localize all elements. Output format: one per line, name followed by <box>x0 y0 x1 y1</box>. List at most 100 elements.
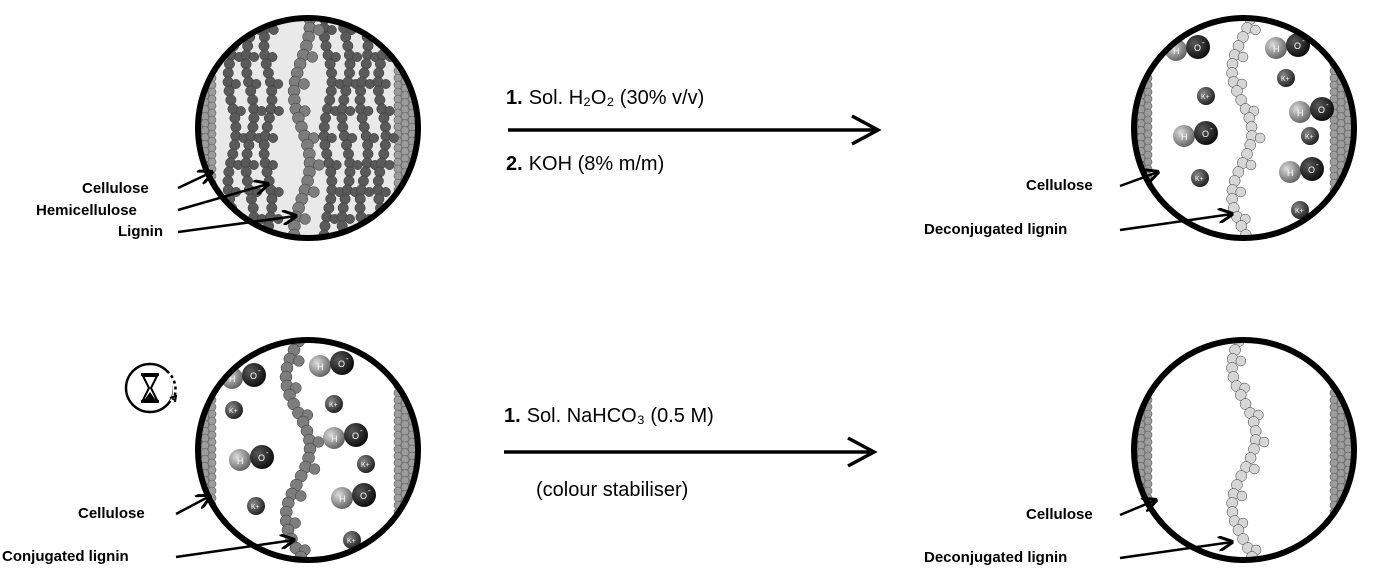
potassium-ion: K+ <box>1277 69 1295 87</box>
svg-text:H: H <box>339 494 346 504</box>
bottom-step-1: 1. Sol. NaHCO₃ (0.5 M) <box>504 405 714 427</box>
svg-text:O: O <box>1294 41 1301 51</box>
label-hemicellulose: Hemicellulose <box>36 202 137 219</box>
pointer-cellulose-top-right <box>1119 172 1158 188</box>
potassium-ion: K+ <box>247 497 265 515</box>
svg-text:H: H <box>1273 44 1280 54</box>
bottom-step-1-text: Sol. NaHCO₃ (0.5 M) <box>527 405 714 427</box>
top-step-2-number: 2. <box>506 153 523 175</box>
cellulose-fibre <box>393 18 417 238</box>
label-lignin: Lignin <box>118 223 163 240</box>
svg-text:-: - <box>1202 38 1205 47</box>
svg-text:-: - <box>1302 36 1305 45</box>
svg-text:K+: K+ <box>229 408 238 415</box>
svg-text:K+: K+ <box>347 538 356 545</box>
pointer-deconjugated-lignin-top <box>1119 214 1232 232</box>
potassium-ion: K+ <box>225 401 243 419</box>
top-reaction-arrow <box>508 114 882 146</box>
hydroxide-ion: H O- <box>1279 157 1324 183</box>
svg-text:-: - <box>346 354 349 363</box>
svg-text:H: H <box>237 456 244 466</box>
panel-bottom-right-ring <box>1131 337 1357 563</box>
label-cellulose-bottom-left: Cellulose <box>78 505 145 522</box>
svg-text:K+: K+ <box>251 504 260 511</box>
potassium-ion: K+ <box>1301 127 1319 145</box>
svg-text:O: O <box>258 453 265 463</box>
panel-top-right-ring <box>1131 15 1357 241</box>
top-step-2-text: KOH (8% m/m) <box>529 153 665 175</box>
panel-bottom-right <box>1131 337 1357 563</box>
cellulose-fibre <box>1329 340 1353 560</box>
label-cellulose-top-left: Cellulose <box>82 180 149 197</box>
svg-text:H: H <box>1287 168 1294 178</box>
pointer-lignin <box>177 216 296 234</box>
hydroxide-ion: H O- <box>323 423 368 449</box>
svg-text:-: - <box>360 426 363 435</box>
bottom-note: (colour stabiliser) <box>536 479 688 501</box>
top-step-1: 1. Sol. H₂O₂ (30% v/v) <box>506 87 704 109</box>
potassium-ion: K+ <box>357 455 375 473</box>
label-deconjugated-lignin-top: Deconjugated lignin <box>924 221 1067 238</box>
top-step-2: 2. KOH (8% m/m) <box>506 153 664 175</box>
pointer-cellulose-bottom-left <box>175 496 210 516</box>
hourglass-timer-icon <box>124 362 178 414</box>
svg-text:O: O <box>1202 129 1209 139</box>
bottom-reaction-arrow <box>504 436 878 468</box>
svg-text:H: H <box>1181 132 1188 142</box>
potassium-ion: K+ <box>325 395 343 413</box>
bottom-step-1-number: 1. <box>504 405 521 427</box>
pointer-hemicellulose <box>177 184 268 212</box>
pointer-cellulose-top-left <box>177 172 212 190</box>
potassium-ion: K+ <box>1197 87 1215 105</box>
hydroxide-ion: H O- <box>331 483 376 509</box>
cellulose-fibre <box>393 340 417 560</box>
label-conjugated-lignin: Conjugated lignin <box>2 548 129 565</box>
svg-text:O: O <box>1308 165 1315 175</box>
svg-text:K+: K+ <box>329 402 338 409</box>
svg-text:O: O <box>352 431 359 441</box>
svg-text:O: O <box>338 359 345 369</box>
hydroxide-ion: H O- <box>1173 121 1218 147</box>
potassium-ion: K+ <box>343 531 361 549</box>
svg-text:-: - <box>1326 100 1329 109</box>
panel-top-left-ring <box>195 15 421 241</box>
svg-text:O: O <box>250 371 257 381</box>
svg-text:K+: K+ <box>1281 76 1290 83</box>
svg-text:H: H <box>1173 46 1180 56</box>
svg-text:K+: K+ <box>1305 134 1314 141</box>
panel-top-left <box>195 15 421 241</box>
svg-text:-: - <box>1210 124 1213 133</box>
top-step-1-number: 1. <box>506 87 523 109</box>
svg-text:O: O <box>360 491 367 501</box>
svg-text:K+: K+ <box>1195 176 1204 183</box>
hydroxide-ion: H O- <box>1289 97 1334 123</box>
label-deconjugated-lignin-bottom: Deconjugated lignin <box>924 549 1067 566</box>
conjugated-lignin-chain <box>279 340 325 560</box>
svg-text:-: - <box>368 486 371 495</box>
pointer-conjugated-lignin <box>175 540 294 559</box>
svg-text:H: H <box>331 434 338 444</box>
pointer-cellulose-bottom-right <box>1119 500 1156 517</box>
svg-text:H: H <box>229 374 236 384</box>
deconjugated-lignin-chain <box>1226 340 1270 560</box>
lignin-chain <box>287 18 325 238</box>
hydroxide-ion: H O- <box>229 445 274 471</box>
pointer-deconjugated-lignin-bottom <box>1119 542 1232 560</box>
top-step-1-text: Sol. H₂O₂ (30% v/v) <box>529 87 705 109</box>
potassium-ion: K+ <box>1191 169 1209 187</box>
svg-text:-: - <box>258 366 261 375</box>
svg-text:-: - <box>1316 160 1319 169</box>
svg-text:-: - <box>266 448 269 457</box>
potassium-ion: K+ <box>1291 201 1309 219</box>
svg-text:H: H <box>317 362 324 372</box>
label-cellulose-bottom-right: Cellulose <box>1026 506 1093 523</box>
svg-text:O: O <box>1318 105 1325 115</box>
svg-text:K+: K+ <box>1201 94 1210 101</box>
svg-text:O: O <box>1194 43 1201 53</box>
cellulose-fibre <box>1329 18 1353 238</box>
label-cellulose-top-right: Cellulose <box>1026 177 1093 194</box>
svg-text:H: H <box>1297 108 1304 118</box>
